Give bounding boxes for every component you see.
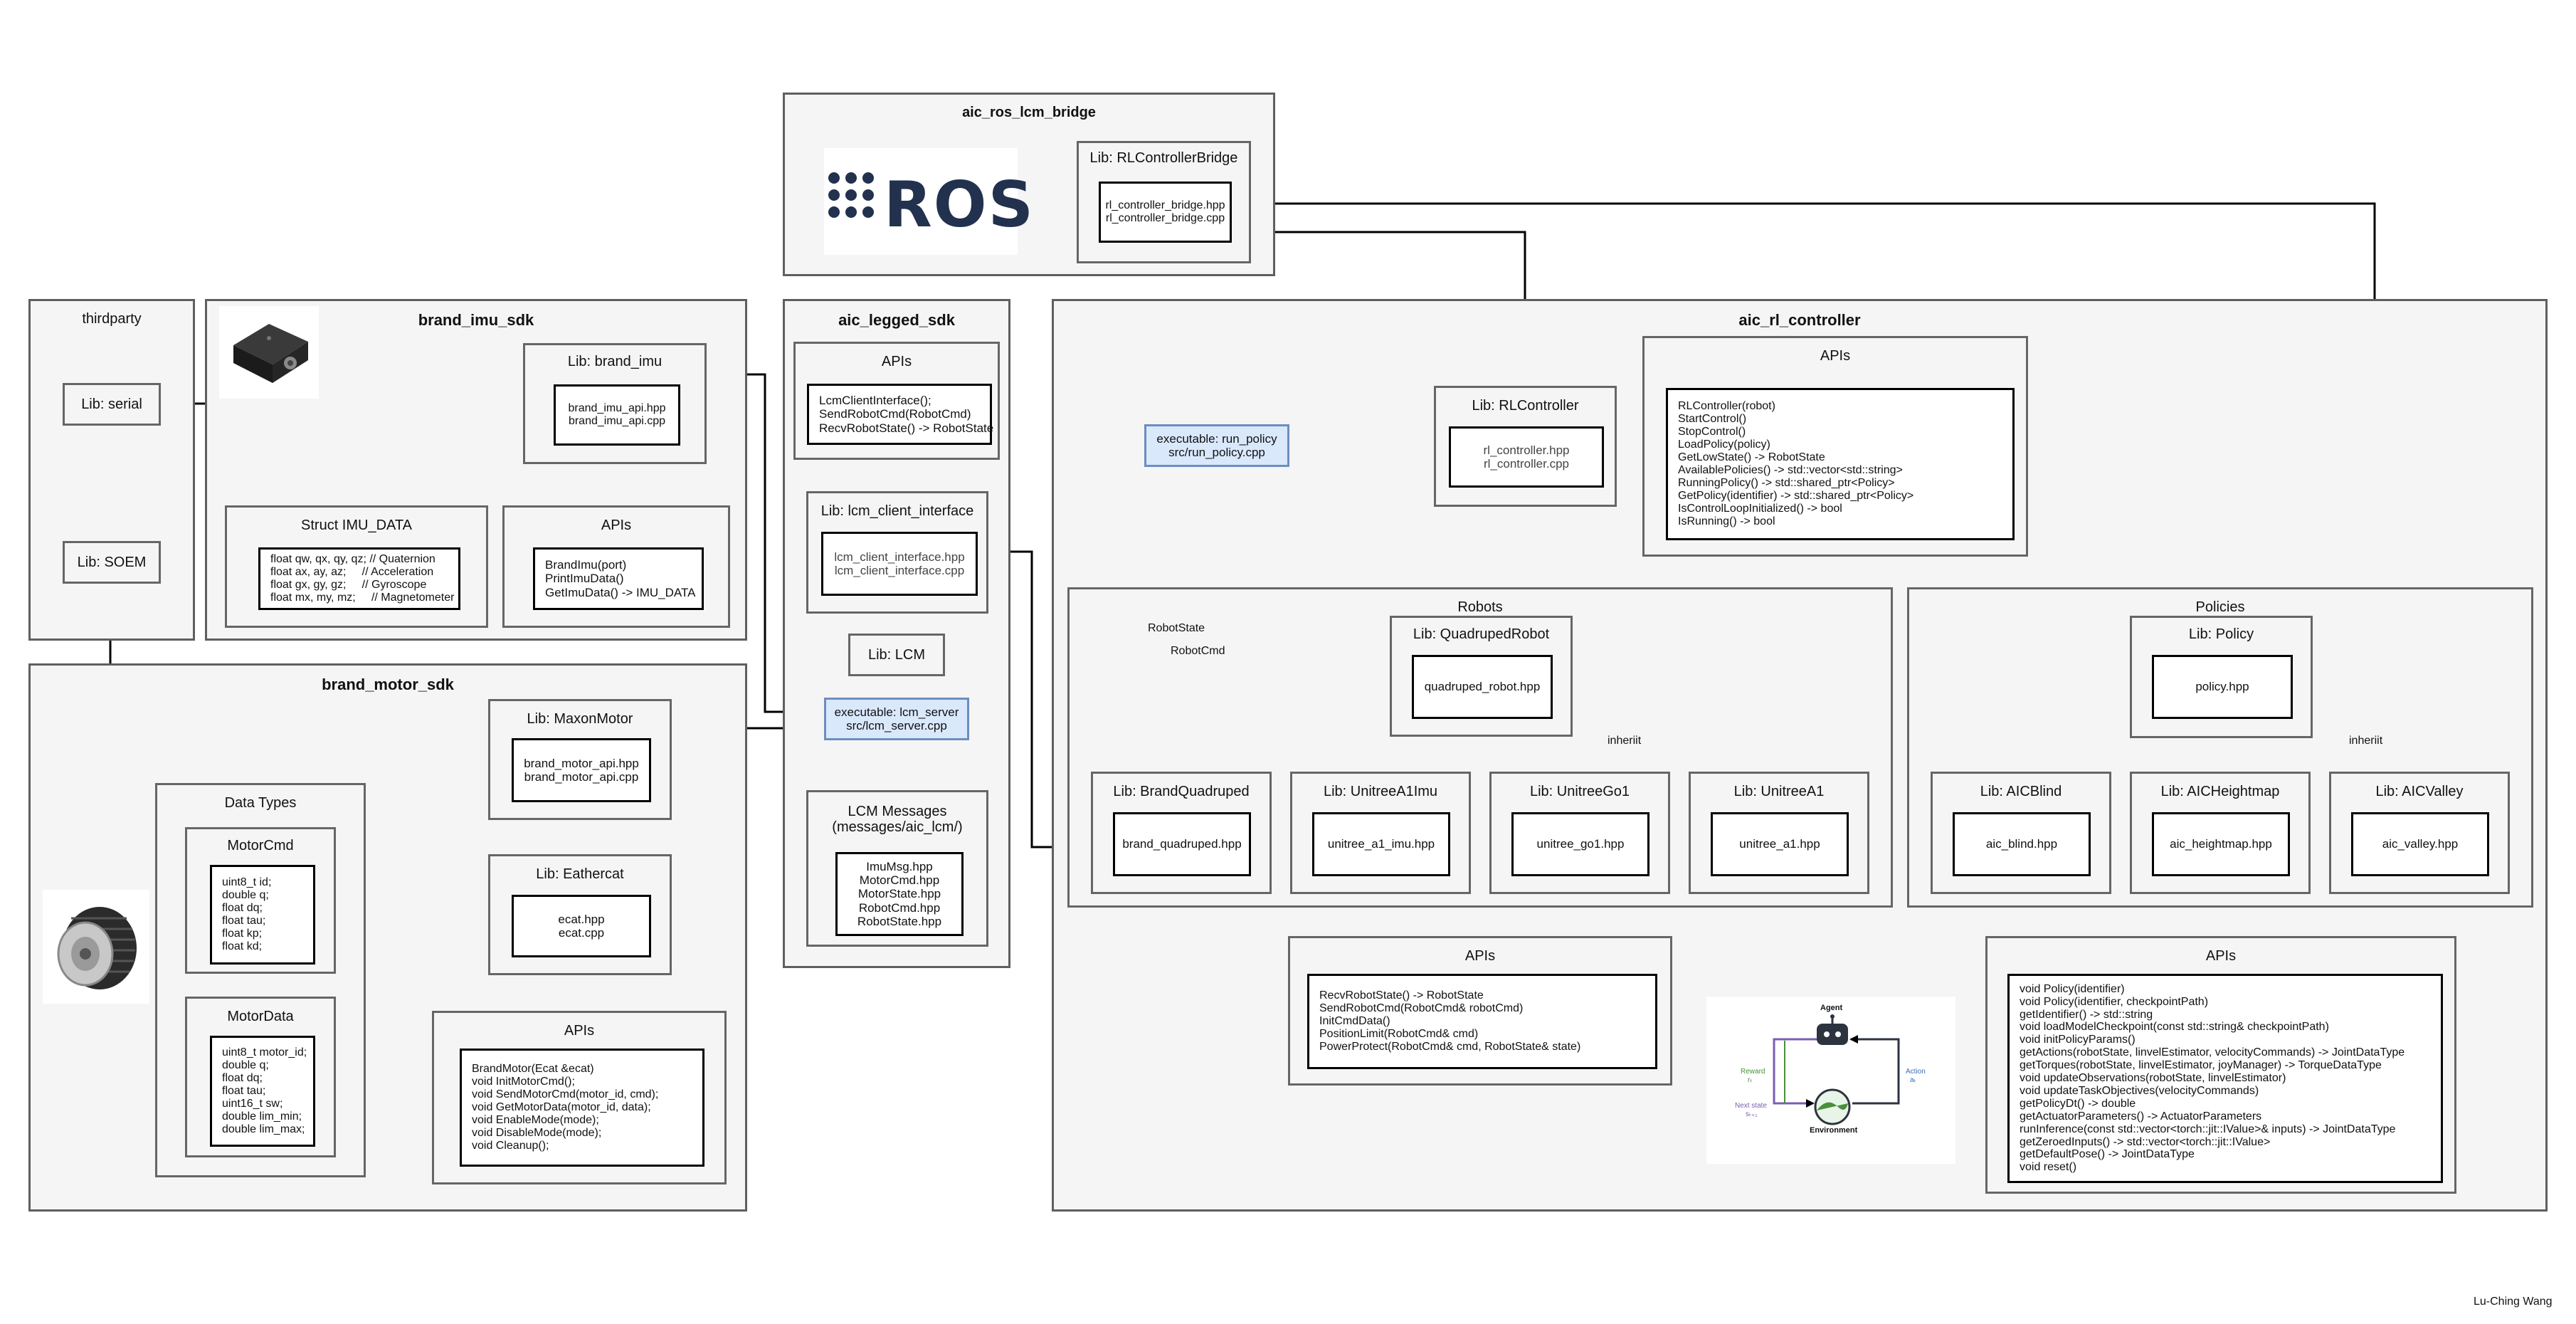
motorcmd-title: MotorCmd [227, 838, 294, 853]
motorcmd-fields: uint8_t id; double q; float dq; float ta… [210, 865, 315, 965]
imu-struct-fields: float qw, qx, qy, qz; // Quaternion floa… [258, 547, 460, 610]
rlcontroller-lib: Lib: RLController rl_controller.hpp rl_c… [1434, 386, 1617, 507]
action-sub-label: aₜ [1910, 1076, 1916, 1084]
rlcontrollerbridge-title: Lib: RLControllerBridge [1089, 150, 1238, 166]
bridge-title: aic_ros_lcm_bridge [962, 105, 1096, 120]
brand-imu-lib: Lib: brand_imu brand_imu_api.hpp brand_i… [523, 343, 707, 464]
policy-lib: Lib: Policy policy.hpp [2130, 616, 2313, 738]
maxonmotor-lib: Lib: MaxonMotor brand_motor_api.hpp bran… [488, 699, 672, 820]
rl-apis-list: RLController(robot) StartControl() StopC… [1666, 388, 2015, 540]
rlcontroller-files: rl_controller.hpp rl_controller.cpp [1449, 426, 1604, 488]
lcm-messages-group: LCM Messages (messages/aic_lcm/) ImuMsg.… [806, 790, 988, 947]
reward-label: Reward [1741, 1068, 1765, 1076]
policies-inherit-label: inheriit [2349, 735, 2383, 747]
legged-sdk-title: aic_legged_sdk [838, 311, 955, 329]
lcm-client-title: Lib: lcm_client_interface [820, 503, 974, 519]
rlcontrollerbridge-lib: Lib: RLControllerBridge rl_controller_br… [1077, 141, 1251, 263]
robots-apis-group: APIs RecvRobotState() -> RobotState Send… [1288, 936, 1672, 1086]
thirdparty-title: thirdparty [82, 311, 142, 327]
legged-apis-list: LcmClientInterface(); SendRobotCmd(Robot… [807, 384, 993, 445]
rlcontrollerbridge-files: rl_controller_bridge.hpp rl_controller_b… [1099, 182, 1232, 243]
brand-imu-title: Lib: brand_imu [567, 354, 663, 369]
maxonmotor-title: Lib: MaxonMotor [527, 711, 633, 727]
robots-apis-title: APIs [1464, 948, 1496, 964]
motordata-fields: uint8_t motor_id; double q; float dq; fl… [210, 1036, 315, 1147]
lcm-lib: Lib: LCM [848, 634, 945, 676]
lcm-client-interface-lib: Lib: lcm_client_interface lcm_client_int… [806, 491, 988, 614]
policies-title: Policies [2195, 599, 2245, 615]
motordata-struct: MotorData uint8_t motor_id; double q; fl… [185, 997, 336, 1157]
ros-dots-icon [828, 172, 874, 218]
rl-controller-title: aic_rl_controller [1738, 311, 1861, 329]
motor-sdk-title: brand_motor_sdk [322, 676, 454, 693]
action-label: Action [1906, 1068, 1926, 1076]
environment-label: Environment [1810, 1126, 1858, 1135]
rlcontroller-title: Lib: RLController [1472, 398, 1579, 414]
ethercat-files: ecat.hpp ecat.cpp [512, 895, 651, 957]
agent-label: Agent [1820, 1004, 1843, 1012]
agent-robot-icon [1817, 1014, 1848, 1045]
environment-globe-icon [1814, 1088, 1851, 1125]
imu-sdk-title: brand_imu_sdk [418, 311, 534, 329]
motor-apis-title: APIs [564, 1023, 595, 1039]
policy-child-aicheightmap: Lib: AICHeightmap aic_heightmap.hpp [2130, 772, 2311, 894]
ethercat-title: Lib: Eathercat [536, 866, 624, 882]
policy-file: policy.hpp [2152, 655, 2293, 719]
motordata-title: MotorData [227, 1009, 294, 1024]
robots-apis-list: RecvRobotState() -> RobotState SendRobot… [1307, 974, 1657, 1069]
robot-child-unitreea1: Lib: UnitreeA1 unitree_a1.hpp [1689, 772, 1869, 894]
robot-cmd-label: RobotCmd [1171, 645, 1225, 657]
lcm-messages-title: LCM Messages (messages/aic_lcm/) [832, 804, 963, 836]
policy-child-aicblind: Lib: AICBlind aic_blind.hpp [1931, 772, 2111, 894]
imu-apis-group: APIs BrandImu(port) PrintImuData() GetIm… [502, 505, 730, 628]
lcm-client-files: lcm_client_interface.hpp lcm_client_inte… [821, 532, 978, 596]
next-state-label: Next state [1735, 1102, 1768, 1110]
robots-title: Robots [1457, 599, 1503, 615]
lcm-messages-files: ImuMsg.hpp MotorCmd.hpp MotorState.hpp R… [835, 852, 964, 936]
run-policy-executable: executable: run_policy src/run_policy.cp… [1144, 424, 1289, 467]
thirdparty-group: thirdparty [28, 299, 195, 641]
imu-struct-group: Struct IMU_DATA float qw, qx, qy, qz; //… [225, 505, 488, 628]
policy-title: Lib: Policy [2188, 626, 2254, 642]
maxonmotor-files: brand_motor_api.hpp brand_motor_api.cpp [512, 738, 651, 802]
motor-apis-group: APIs BrandMotor(Ecat &ecat) void InitMot… [432, 1011, 727, 1184]
reward-sub-label: rₜ [1748, 1076, 1753, 1084]
motor-apis-list: BrandMotor(Ecat &ecat) void InitMotorCmd… [460, 1049, 704, 1167]
quadrupedrobot-lib: Lib: QuadrupedRobot quadruped_robot.hpp [1390, 616, 1573, 737]
imu-apis-list: BrandImu(port) PrintImuData() GetImuData… [533, 547, 704, 610]
legged-apis-group: APIs LcmClientInterface(); SendRobotCmd(… [793, 342, 1000, 460]
brand-imu-files: brand_imu_api.hpp brand_imu_api.cpp [554, 384, 680, 446]
data-types-title: Data Types [224, 795, 297, 811]
rl-apis-group: APIs RLController(robot) StartControl() … [1642, 336, 2028, 557]
quadrupedrobot-title: Lib: QuadrupedRobot [1413, 626, 1550, 642]
policies-apis-group: APIs void Policy(identifier) void Policy… [1985, 936, 2456, 1194]
rl-loop-illustration: Agent Environment Reward rₜ Next state s… [1706, 997, 1955, 1164]
robot-child-unitreego1: Lib: UnitreeGo1 unitree_go1.hpp [1489, 772, 1670, 894]
policies-apis-title: APIs [2205, 948, 2237, 964]
motor-device-image [43, 890, 149, 1004]
quadrupedrobot-file: quadruped_robot.hpp [1412, 655, 1553, 719]
next-state-sub-label: sₜ₊₁ [1746, 1110, 1758, 1118]
rl-loop-graphic [1773, 1014, 1900, 1125]
motorcmd-struct: MotorCmd uint8_t id; double q; float dq;… [185, 827, 336, 974]
robot-child-unitreea1imu: Lib: UnitreeA1Imu unitree_a1_imu.hpp [1290, 772, 1471, 894]
lcm-server-executable: executable: lcm_server src/lcm_server.cp… [824, 698, 969, 740]
ros-logo-text: ROS [884, 168, 1035, 241]
legged-apis-title: APIs [881, 354, 912, 369]
robot-state-label: RobotState [1148, 622, 1205, 634]
imu-struct-title: Struct IMU_DATA [301, 517, 412, 533]
policies-apis-list: void Policy(identifier) void Policy(iden… [2007, 974, 2443, 1183]
serial-lib: Lib: serial [63, 383, 161, 426]
imu-apis-title: APIs [601, 517, 632, 533]
policy-child-aicvalley: Lib: AICValley aic_valley.hpp [2329, 772, 2510, 894]
robot-child-brandquadruped: Lib: BrandQuadruped brand_quadruped.hpp [1091, 772, 1272, 894]
imu-device-image [219, 306, 319, 399]
ethercat-lib: Lib: Eathercat ecat.hpp ecat.cpp [488, 854, 672, 975]
robots-inherit-label: inheriit [1608, 735, 1642, 747]
ros-logo: ROS [824, 148, 1033, 255]
author-credit: Lu-Ching Wang [2474, 1296, 2553, 1308]
rl-apis-title: APIs [1820, 348, 1851, 364]
soem-lib: Lib: SOEM [63, 541, 161, 584]
